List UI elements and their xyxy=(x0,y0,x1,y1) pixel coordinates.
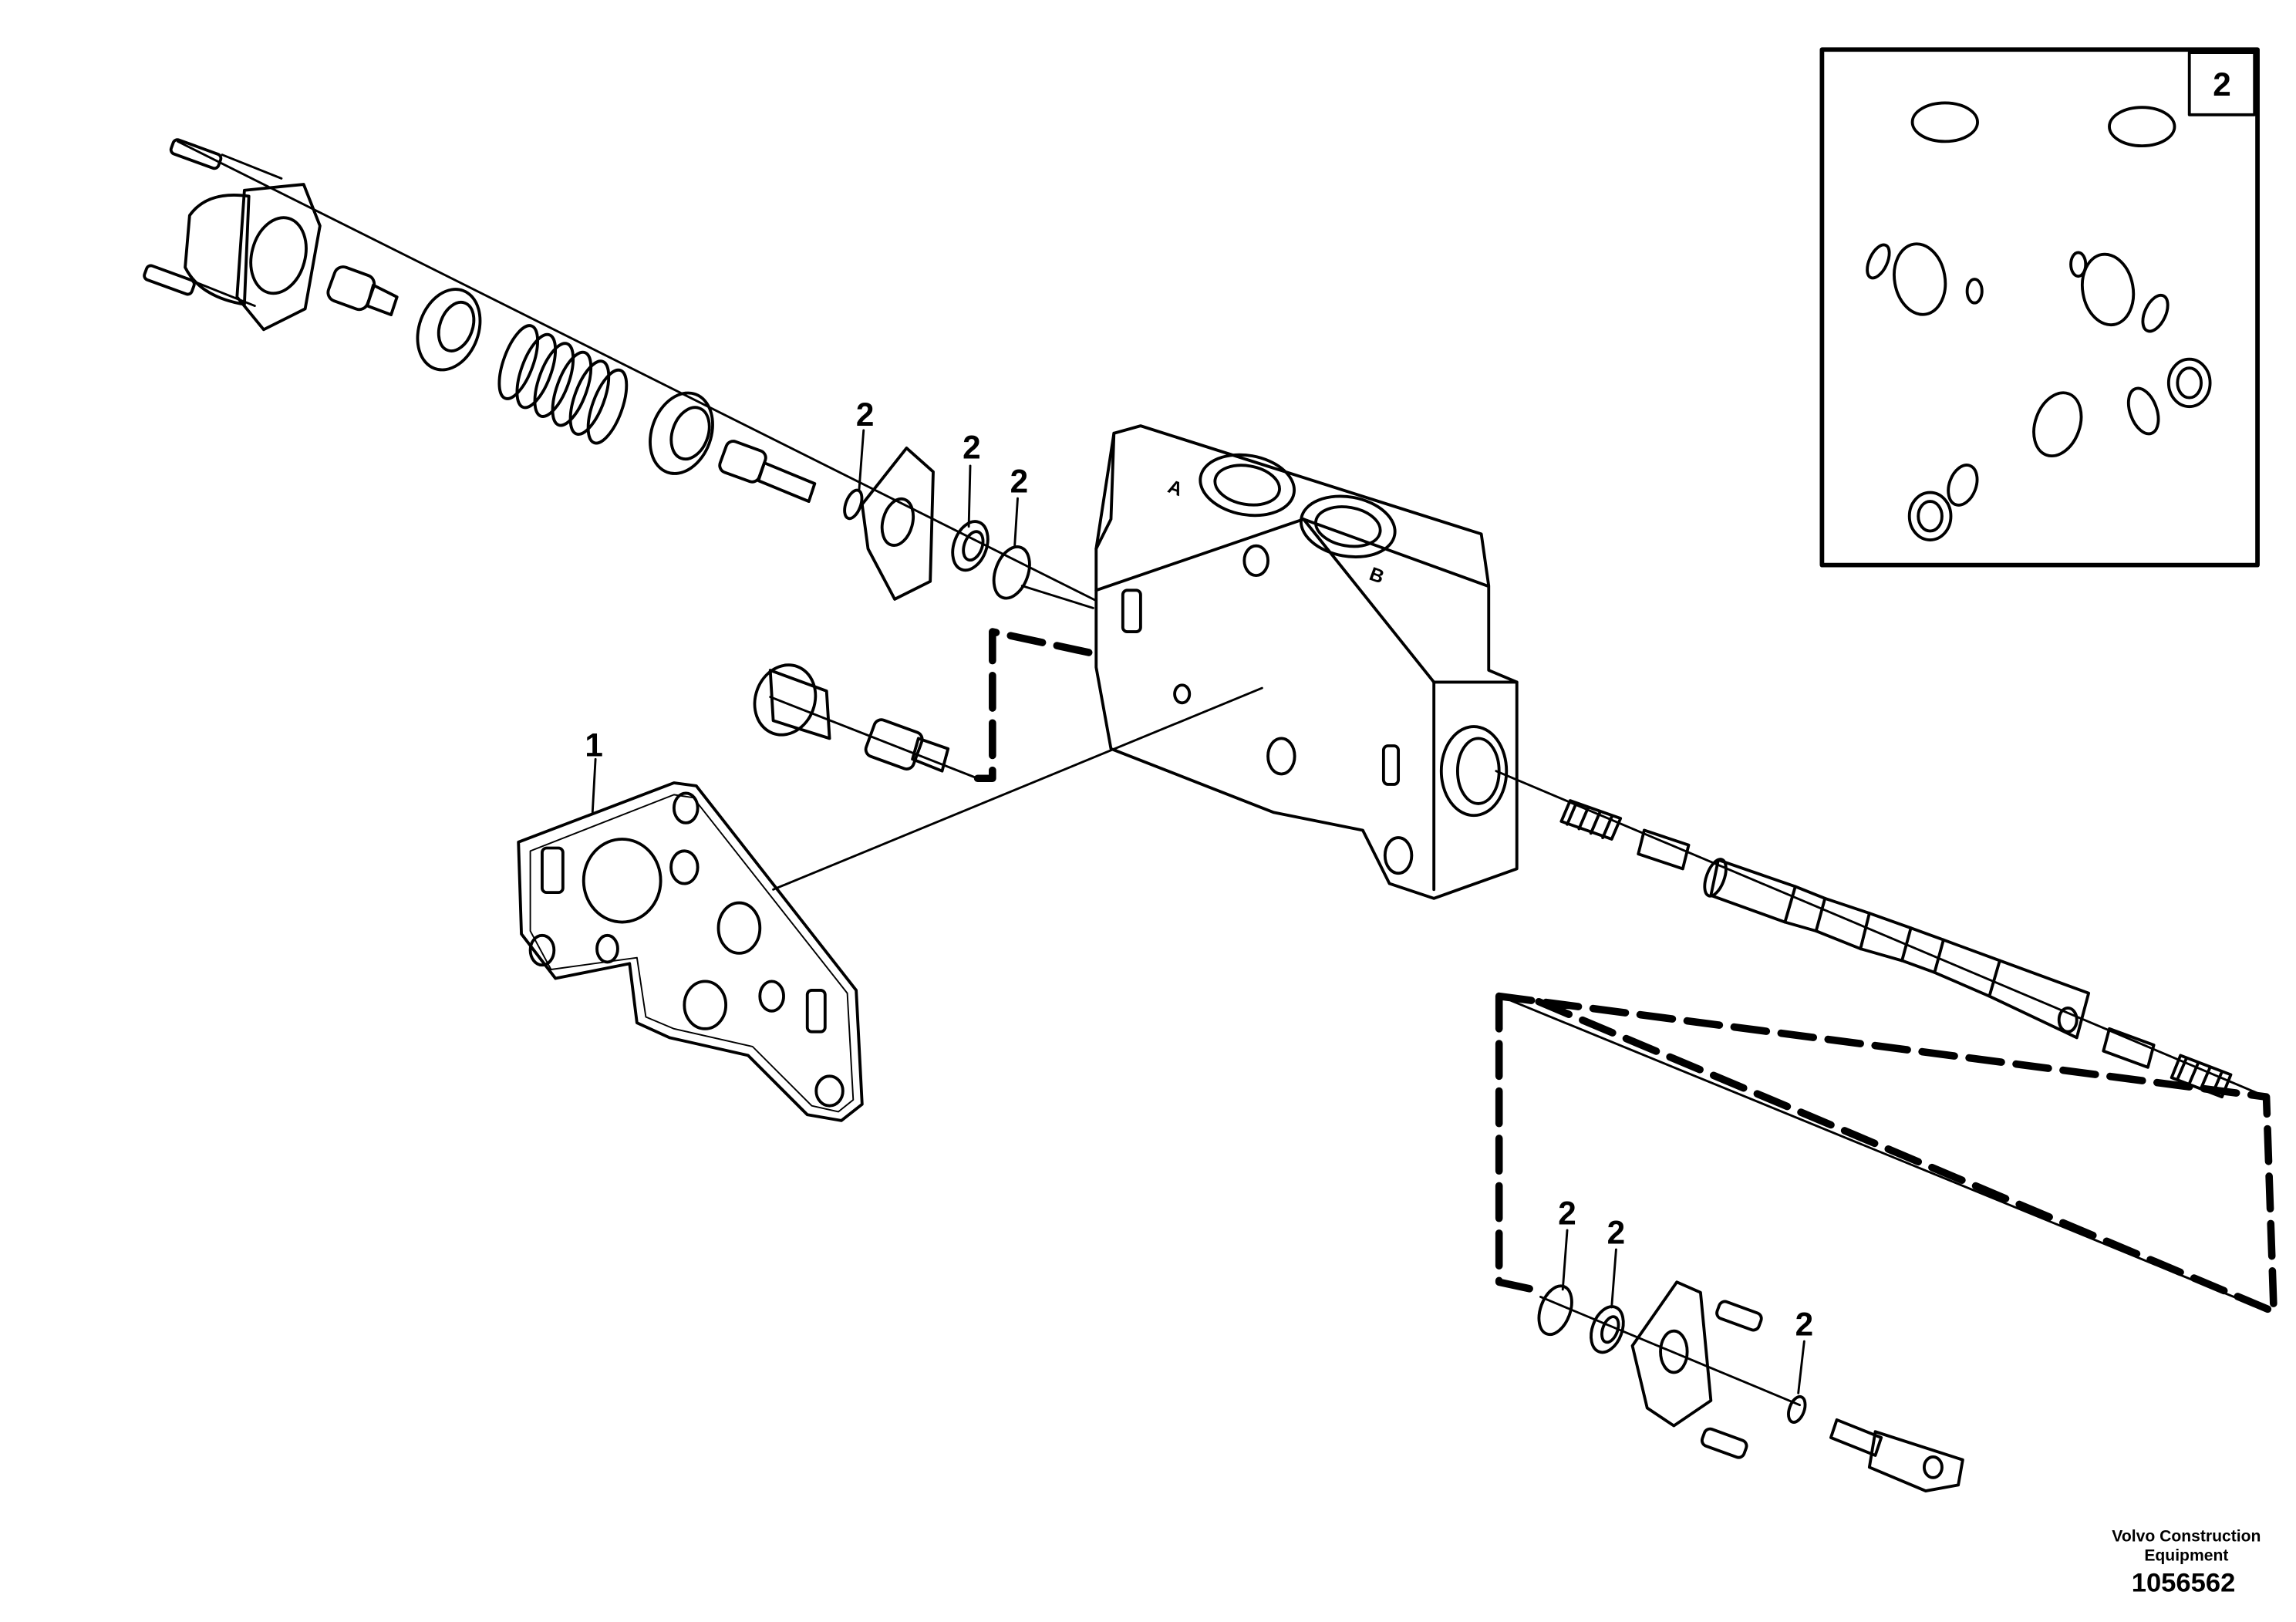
callout-seal: 2 xyxy=(1607,1214,1626,1250)
callout-gasket: 1 xyxy=(585,727,603,763)
cap-screw-upper xyxy=(169,138,283,180)
drawing-number: 1056562 xyxy=(2132,1569,2236,1598)
cap-screw-bottom xyxy=(1700,1427,1748,1459)
adjusting-screw xyxy=(326,265,399,317)
inset-label: 2 xyxy=(2213,66,2231,103)
o-ring-cap xyxy=(1537,1284,1573,1337)
plug xyxy=(753,663,831,740)
backup-ring xyxy=(951,520,990,572)
dashed-leader-middle xyxy=(973,628,1093,783)
callout-seal: 2 xyxy=(963,429,981,465)
backup-ring-cap xyxy=(1590,1305,1625,1354)
dashed-leader-lower-right xyxy=(1495,992,2277,1316)
cap-flange xyxy=(1630,1280,1713,1428)
callout-seal: 2 xyxy=(856,396,875,433)
spool-stopper-right xyxy=(2102,1027,2156,1069)
relief-valve-assembly xyxy=(143,138,1097,602)
flange-plate xyxy=(860,447,935,601)
callout-seal: 2 xyxy=(1010,464,1029,500)
poppet xyxy=(718,440,817,504)
cap-screw-top xyxy=(1715,1300,1763,1332)
spool-assembly xyxy=(1495,770,2268,1099)
spool-cap-assembly xyxy=(1537,1280,1964,1492)
gasket-leader xyxy=(772,686,1263,891)
company-name-line2: Equipment xyxy=(2144,1546,2228,1564)
main-spool xyxy=(1703,858,2091,1040)
o-ring xyxy=(992,545,1031,600)
company-name-line1: Volvo Construction xyxy=(2112,1527,2261,1545)
valve-section-body xyxy=(1094,424,1519,900)
o-ring-small xyxy=(843,488,864,521)
spool-spring-right xyxy=(2170,1054,2233,1099)
callout-seal: 2 xyxy=(1558,1195,1576,1231)
spring-seat xyxy=(416,288,482,372)
callout-seal: 2 xyxy=(1795,1306,1814,1342)
gasket-plate xyxy=(517,781,864,1122)
check-valve-assembly xyxy=(753,628,1093,783)
clevis-end xyxy=(1829,1418,1964,1492)
relief-spring xyxy=(497,324,629,445)
seal-kit-inset xyxy=(1819,47,2260,568)
o-ring-end xyxy=(1787,1394,1807,1424)
port-b-label: B xyxy=(1367,563,1387,588)
valve-cover xyxy=(184,183,322,332)
spring-guide xyxy=(649,391,714,475)
spool-stopper-left xyxy=(1637,828,1691,871)
check-poppet xyxy=(864,718,950,773)
port-a-label: A xyxy=(1165,476,1186,501)
spool-spring-left xyxy=(1559,799,1623,841)
